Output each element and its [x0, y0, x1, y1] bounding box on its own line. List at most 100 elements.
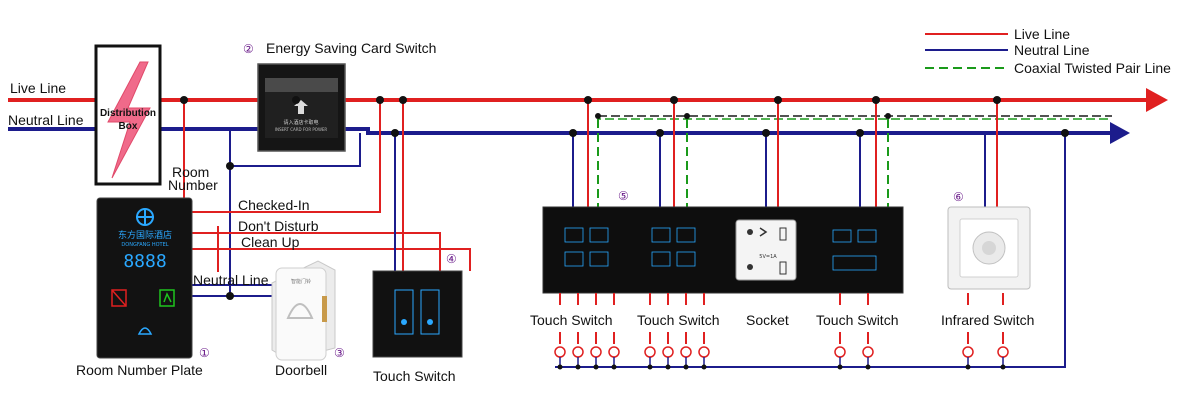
panel-label-1: Touch Switch	[530, 312, 612, 328]
infrared-sensor-lens	[982, 241, 996, 255]
doorbell-stripe	[322, 296, 327, 322]
touch-switch-small: ④ Touch Switch	[372, 252, 463, 384]
socket-hole-3	[747, 264, 753, 270]
touch-key-1	[394, 289, 414, 335]
lamp-icon	[572, 346, 584, 358]
touch-key-2	[420, 289, 440, 335]
bell-icon	[137, 327, 153, 335]
module2-key-2	[676, 227, 696, 243]
module1-key-1	[564, 227, 584, 243]
signal-clean-up-label: Clean Up	[241, 234, 300, 250]
neutral-bus-b	[345, 127, 1112, 135]
legend-live-label: Live Line	[1014, 26, 1070, 42]
panel-label-3: Socket	[746, 312, 789, 328]
panel-body	[542, 206, 904, 294]
card-switch: ② Energy Saving Card Switch 请入酒店卡取电 INSE…	[243, 40, 436, 152]
module1-key-4	[589, 251, 609, 267]
card-slot-text-en: INSERT CARD FOR POWER	[275, 127, 328, 132]
junction-dot	[575, 364, 581, 370]
panel-module-4	[832, 229, 877, 271]
touch-switch-small-number: ④	[446, 252, 457, 266]
bus-live-label: Live Line	[10, 80, 66, 96]
panel-socket: 5V=1A	[735, 219, 797, 281]
lamp-icon	[644, 346, 656, 358]
lamp-icon	[862, 346, 874, 358]
module4-key-2	[857, 229, 877, 243]
lamp-icon	[997, 346, 1009, 358]
legend-coax-label: Coaxial Twisted Pair Line	[1014, 60, 1171, 76]
card-switch-title: Energy Saving Card Switch	[266, 40, 436, 56]
junction-dot	[665, 364, 671, 370]
card-slot	[265, 78, 338, 92]
module2-key-3	[651, 251, 671, 267]
lamp-icon	[608, 346, 620, 358]
touch-switch-small-body	[372, 270, 463, 358]
junction-dot	[865, 364, 871, 370]
room-number-plate: 东方国际酒店 DONGFANG HOTEL 8888 ① Room Number…	[76, 197, 210, 378]
lamp-icon	[962, 346, 974, 358]
distribution-box-label-1: Distribution	[100, 108, 156, 119]
plate-number: ①	[199, 346, 210, 360]
junction-dot	[593, 364, 599, 370]
touch-key-1-dot	[401, 319, 407, 325]
module4-key-1	[832, 229, 852, 243]
module1-key-3	[564, 251, 584, 267]
lamp-icon	[834, 346, 846, 358]
junction-dot	[701, 364, 707, 370]
panel-wiring	[555, 96, 1069, 368]
do-not-disturb-icon	[111, 289, 127, 307]
junction-dot	[837, 364, 843, 370]
socket-face	[735, 219, 797, 281]
usb-port-2	[779, 261, 787, 275]
socket-hole-2	[759, 227, 768, 237]
module1-key-2	[589, 227, 609, 243]
signal-dont-disturb-label: Don't Disturb	[238, 218, 319, 234]
clean-up-mark	[163, 292, 172, 303]
card-slot-text-cn: 请入酒店卡取电	[283, 119, 318, 126]
touch-key-2-dot	[427, 319, 433, 325]
infrared-switch: ⑥ Infrared Switch	[941, 190, 1034, 328]
usb-port-1	[779, 227, 787, 241]
module2-key-4	[676, 251, 696, 267]
panel-module-2	[651, 227, 696, 267]
distribution-box: Distribution Box	[94, 44, 162, 186]
junction-dot	[557, 364, 563, 370]
junction-dot	[611, 364, 617, 370]
lamp-icon	[680, 346, 692, 358]
signal-neutral-line-label: Neutral Line	[193, 272, 269, 288]
distribution-box-label-2: Box	[119, 121, 138, 132]
touch-switch-small-label: Touch Switch	[373, 368, 455, 384]
doorbell-bell-icon	[286, 303, 314, 319]
neutral-arrowhead	[1110, 122, 1130, 144]
plate-body	[96, 197, 193, 359]
panel-number: ⑤	[618, 189, 629, 203]
lamp-icon	[698, 346, 710, 358]
left-wiring: Room Number Checked-In Don't Disturb Cle…	[168, 96, 471, 300]
hotel-logo-mark	[136, 210, 154, 224]
room-number-label-2: Number	[168, 177, 218, 193]
signal-checked-in-label: Checked-In	[238, 197, 310, 213]
lamp-icon	[590, 346, 602, 358]
doorbell-label: Doorbell	[275, 362, 327, 378]
room-number-label-1: Room	[172, 164, 209, 180]
plate-digits: 8888	[123, 251, 166, 272]
live-arrowhead	[1146, 88, 1168, 112]
load-drops	[554, 293, 1009, 370]
card-switch-number: ②	[243, 42, 254, 56]
panel-module-1	[564, 227, 609, 267]
legend-neutral-label: Neutral Line	[1014, 42, 1090, 58]
do-not-disturb-slash	[111, 289, 127, 307]
clean-up-icon	[159, 289, 175, 307]
plate-label: Room Number Plate	[76, 362, 203, 378]
module2-key-1	[651, 227, 671, 243]
socket-hole-1	[747, 229, 753, 235]
card-slot-face	[265, 92, 338, 138]
doorbell-brand: 智能门铃	[291, 278, 311, 285]
junction-dot	[1000, 364, 1006, 370]
module4-key-3	[832, 255, 877, 271]
plate-hotel-cn: 东方国际酒店	[118, 229, 172, 241]
legend: Live Line Neutral Line Coaxial Twisted P…	[925, 26, 1171, 76]
bus-lines: Live Line Neutral Line	[8, 80, 1168, 144]
lightning-icon	[107, 61, 151, 179]
